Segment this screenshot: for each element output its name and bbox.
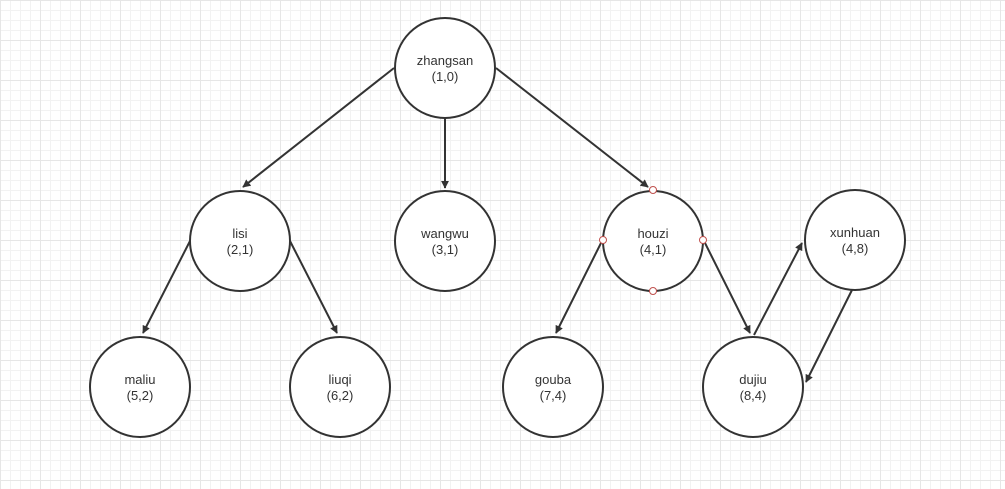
edge-zhangsan-houzi[interactable] [495, 67, 649, 188]
edge-dujiu-xunhuan[interactable] [753, 242, 803, 336]
edge-zhangsan-lisi[interactable] [242, 67, 395, 188]
node-liuqi[interactable]: liuqi (6,2) [289, 336, 391, 438]
node-houzi[interactable]: houzi (4,1) [599, 186, 707, 295]
node-maliu[interactable]: maliu (5,2) [89, 336, 191, 438]
connection-handle-top[interactable] [649, 186, 657, 194]
node-maliu-coords: (5,2) [127, 388, 154, 403]
node-wangwu-label: wangwu [420, 226, 469, 241]
node-wangwu-shape[interactable] [394, 190, 496, 292]
node-dujiu-label: dujiu [739, 372, 766, 387]
edge-lisi-liuqi[interactable] [289, 240, 338, 334]
node-liuqi-label: liuqi [328, 372, 351, 387]
node-houzi-label: houzi [637, 226, 668, 241]
node-gouba[interactable]: gouba (7,4) [502, 336, 604, 438]
nodes-layer: zhangsan (1,0) lisi (2,1) wangwu (3,1) h… [89, 17, 906, 438]
node-maliu-shape[interactable] [89, 336, 191, 438]
edge-houzi-dujiu[interactable] [703, 240, 751, 334]
node-zhangsan-shape[interactable] [394, 17, 496, 119]
node-gouba-coords: (7,4) [540, 388, 567, 403]
connection-handle-left[interactable] [599, 236, 607, 244]
node-gouba-shape[interactable] [502, 336, 604, 438]
node-dujiu-shape[interactable] [702, 336, 804, 438]
node-xunhuan[interactable]: xunhuan (4,8) [804, 189, 906, 291]
node-xunhuan-shape[interactable] [804, 189, 906, 291]
node-zhangsan[interactable]: zhangsan (1,0) [394, 17, 496, 119]
node-wangwu[interactable]: wangwu (3,1) [394, 190, 496, 292]
node-zhangsan-coords: (1,0) [432, 69, 459, 84]
edge-houzi-gouba[interactable] [555, 240, 603, 334]
node-zhangsan-label: zhangsan [417, 53, 473, 68]
node-wangwu-coords: (3,1) [432, 242, 459, 257]
node-lisi-label: lisi [232, 226, 247, 241]
edges-layer [142, 67, 853, 383]
connection-handle-right[interactable] [699, 236, 707, 244]
node-lisi-coords: (2,1) [227, 242, 254, 257]
edge-lisi-maliu[interactable] [142, 240, 191, 334]
node-dujiu[interactable]: dujiu (8,4) [702, 336, 804, 438]
edge-xunhuan-dujiu[interactable] [805, 289, 853, 383]
node-lisi[interactable]: lisi (2,1) [189, 190, 291, 292]
node-xunhuan-label: xunhuan [830, 225, 880, 240]
node-gouba-label: gouba [535, 372, 572, 387]
node-houzi-shape[interactable] [602, 190, 704, 292]
node-liuqi-shape[interactable] [289, 336, 391, 438]
node-lisi-shape[interactable] [189, 190, 291, 292]
node-houzi-coords: (4,1) [640, 242, 667, 257]
connection-handle-bottom[interactable] [649, 287, 657, 295]
node-xunhuan-coords: (4,8) [842, 241, 869, 256]
node-dujiu-coords: (8,4) [740, 388, 767, 403]
node-liuqi-coords: (6,2) [327, 388, 354, 403]
node-maliu-label: maliu [124, 372, 155, 387]
